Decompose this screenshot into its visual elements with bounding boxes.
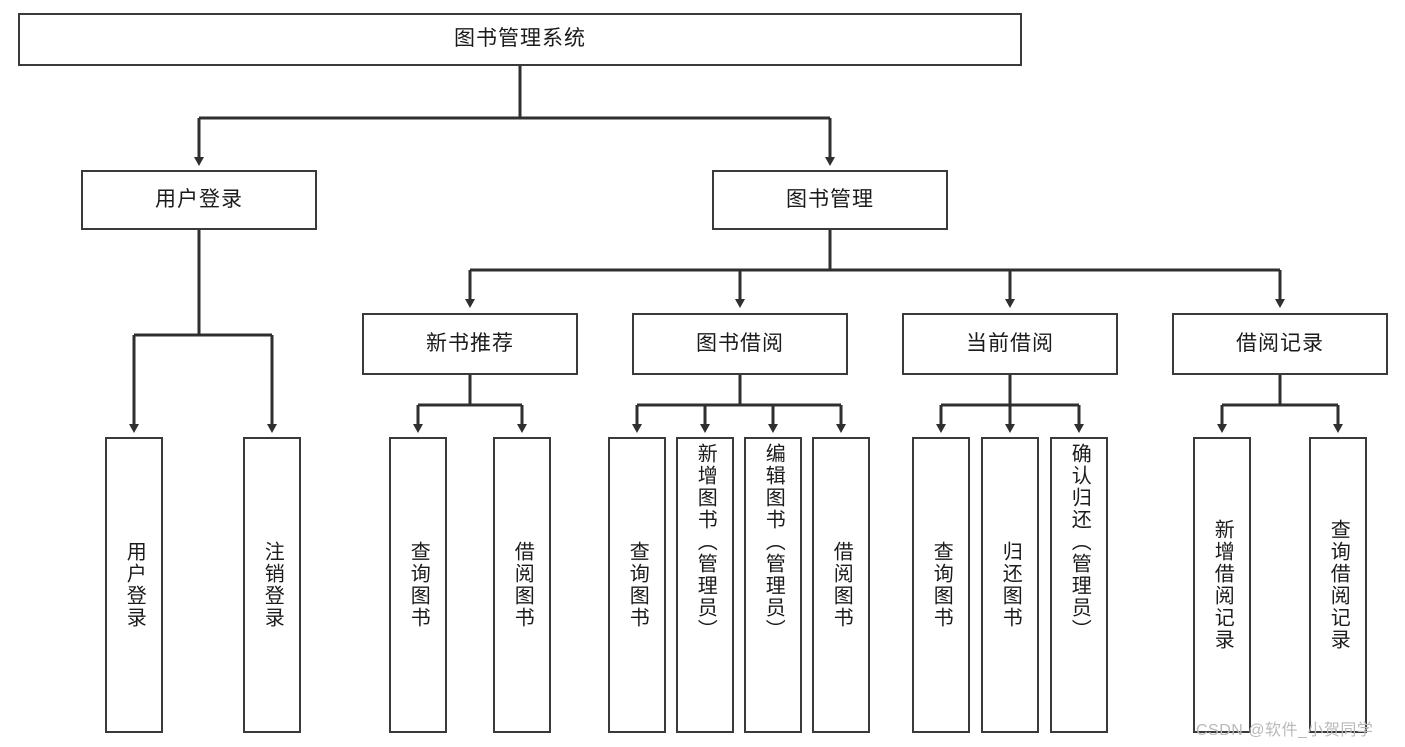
node-book-manage[interactable]: 图书管理 <box>712 170 948 230</box>
node-borrow-record[interactable]: 借阅记录 <box>1172 313 1388 375</box>
node-borrow-record-label: 借阅记录 <box>1236 331 1324 355</box>
leaf-current-borrow-confirm[interactable]: 确认归还（管理员） <box>1050 437 1108 733</box>
leaf-book-borrow-add-label: 新增图书（管理员） <box>694 443 717 641</box>
leaf-book-borrow-query-label: 查询图书 <box>626 541 649 629</box>
node-user-login-label: 用户登录 <box>155 187 243 211</box>
leaf-borrow-record-query-label: 查询借阅记录 <box>1327 519 1350 651</box>
node-new-book-recommend-label: 新书推荐 <box>426 331 514 355</box>
leaf-new-book-borrow[interactable]: 借阅图书 <box>493 437 551 733</box>
node-book-borrow-label: 图书借阅 <box>696 331 784 355</box>
leaf-user-login-logout[interactable]: 注销登录 <box>243 437 301 733</box>
leaf-book-borrow-add[interactable]: 新增图书（管理员） <box>676 437 734 733</box>
leaf-user-login-login[interactable]: 用户登录 <box>105 437 163 733</box>
leaf-book-borrow-edit-label: 编辑图书（管理员） <box>762 443 785 641</box>
leaf-book-borrow-borrow-label: 借阅图书 <box>830 541 853 629</box>
leaf-new-book-query-label: 查询图书 <box>407 541 430 629</box>
leaf-current-borrow-query[interactable]: 查询图书 <box>912 437 970 733</box>
node-current-borrow-label: 当前借阅 <box>966 331 1054 355</box>
leaf-current-borrow-return[interactable]: 归还图书 <box>981 437 1039 733</box>
leaf-current-borrow-query-label: 查询图书 <box>930 541 953 629</box>
node-root-system-label: 图书管理系统 <box>454 27 586 51</box>
node-book-manage-label: 图书管理 <box>786 187 874 211</box>
node-root-system[interactable]: 图书管理系统 <box>18 13 1022 66</box>
leaf-borrow-record-query[interactable]: 查询借阅记录 <box>1309 437 1367 733</box>
leaf-current-borrow-return-label: 归还图书 <box>999 541 1022 629</box>
node-book-borrow[interactable]: 图书借阅 <box>632 313 848 375</box>
leaf-user-login-login-label: 用户登录 <box>123 541 146 629</box>
leaf-new-book-query[interactable]: 查询图书 <box>389 437 447 733</box>
leaf-book-borrow-borrow[interactable]: 借阅图书 <box>812 437 870 733</box>
leaf-new-book-borrow-label: 借阅图书 <box>511 541 534 629</box>
leaf-user-login-logout-label: 注销登录 <box>261 541 284 629</box>
leaf-book-borrow-query[interactable]: 查询图书 <box>608 437 666 733</box>
leaf-borrow-record-add[interactable]: 新增借阅记录 <box>1193 437 1251 733</box>
leaf-current-borrow-confirm-label: 确认归还（管理员） <box>1068 443 1091 641</box>
leaf-book-borrow-edit[interactable]: 编辑图书（管理员） <box>744 437 802 733</box>
node-new-book-recommend[interactable]: 新书推荐 <box>362 313 578 375</box>
leaf-borrow-record-add-label: 新增借阅记录 <box>1211 519 1234 651</box>
node-user-login[interactable]: 用户登录 <box>81 170 317 230</box>
node-current-borrow[interactable]: 当前借阅 <box>902 313 1118 375</box>
